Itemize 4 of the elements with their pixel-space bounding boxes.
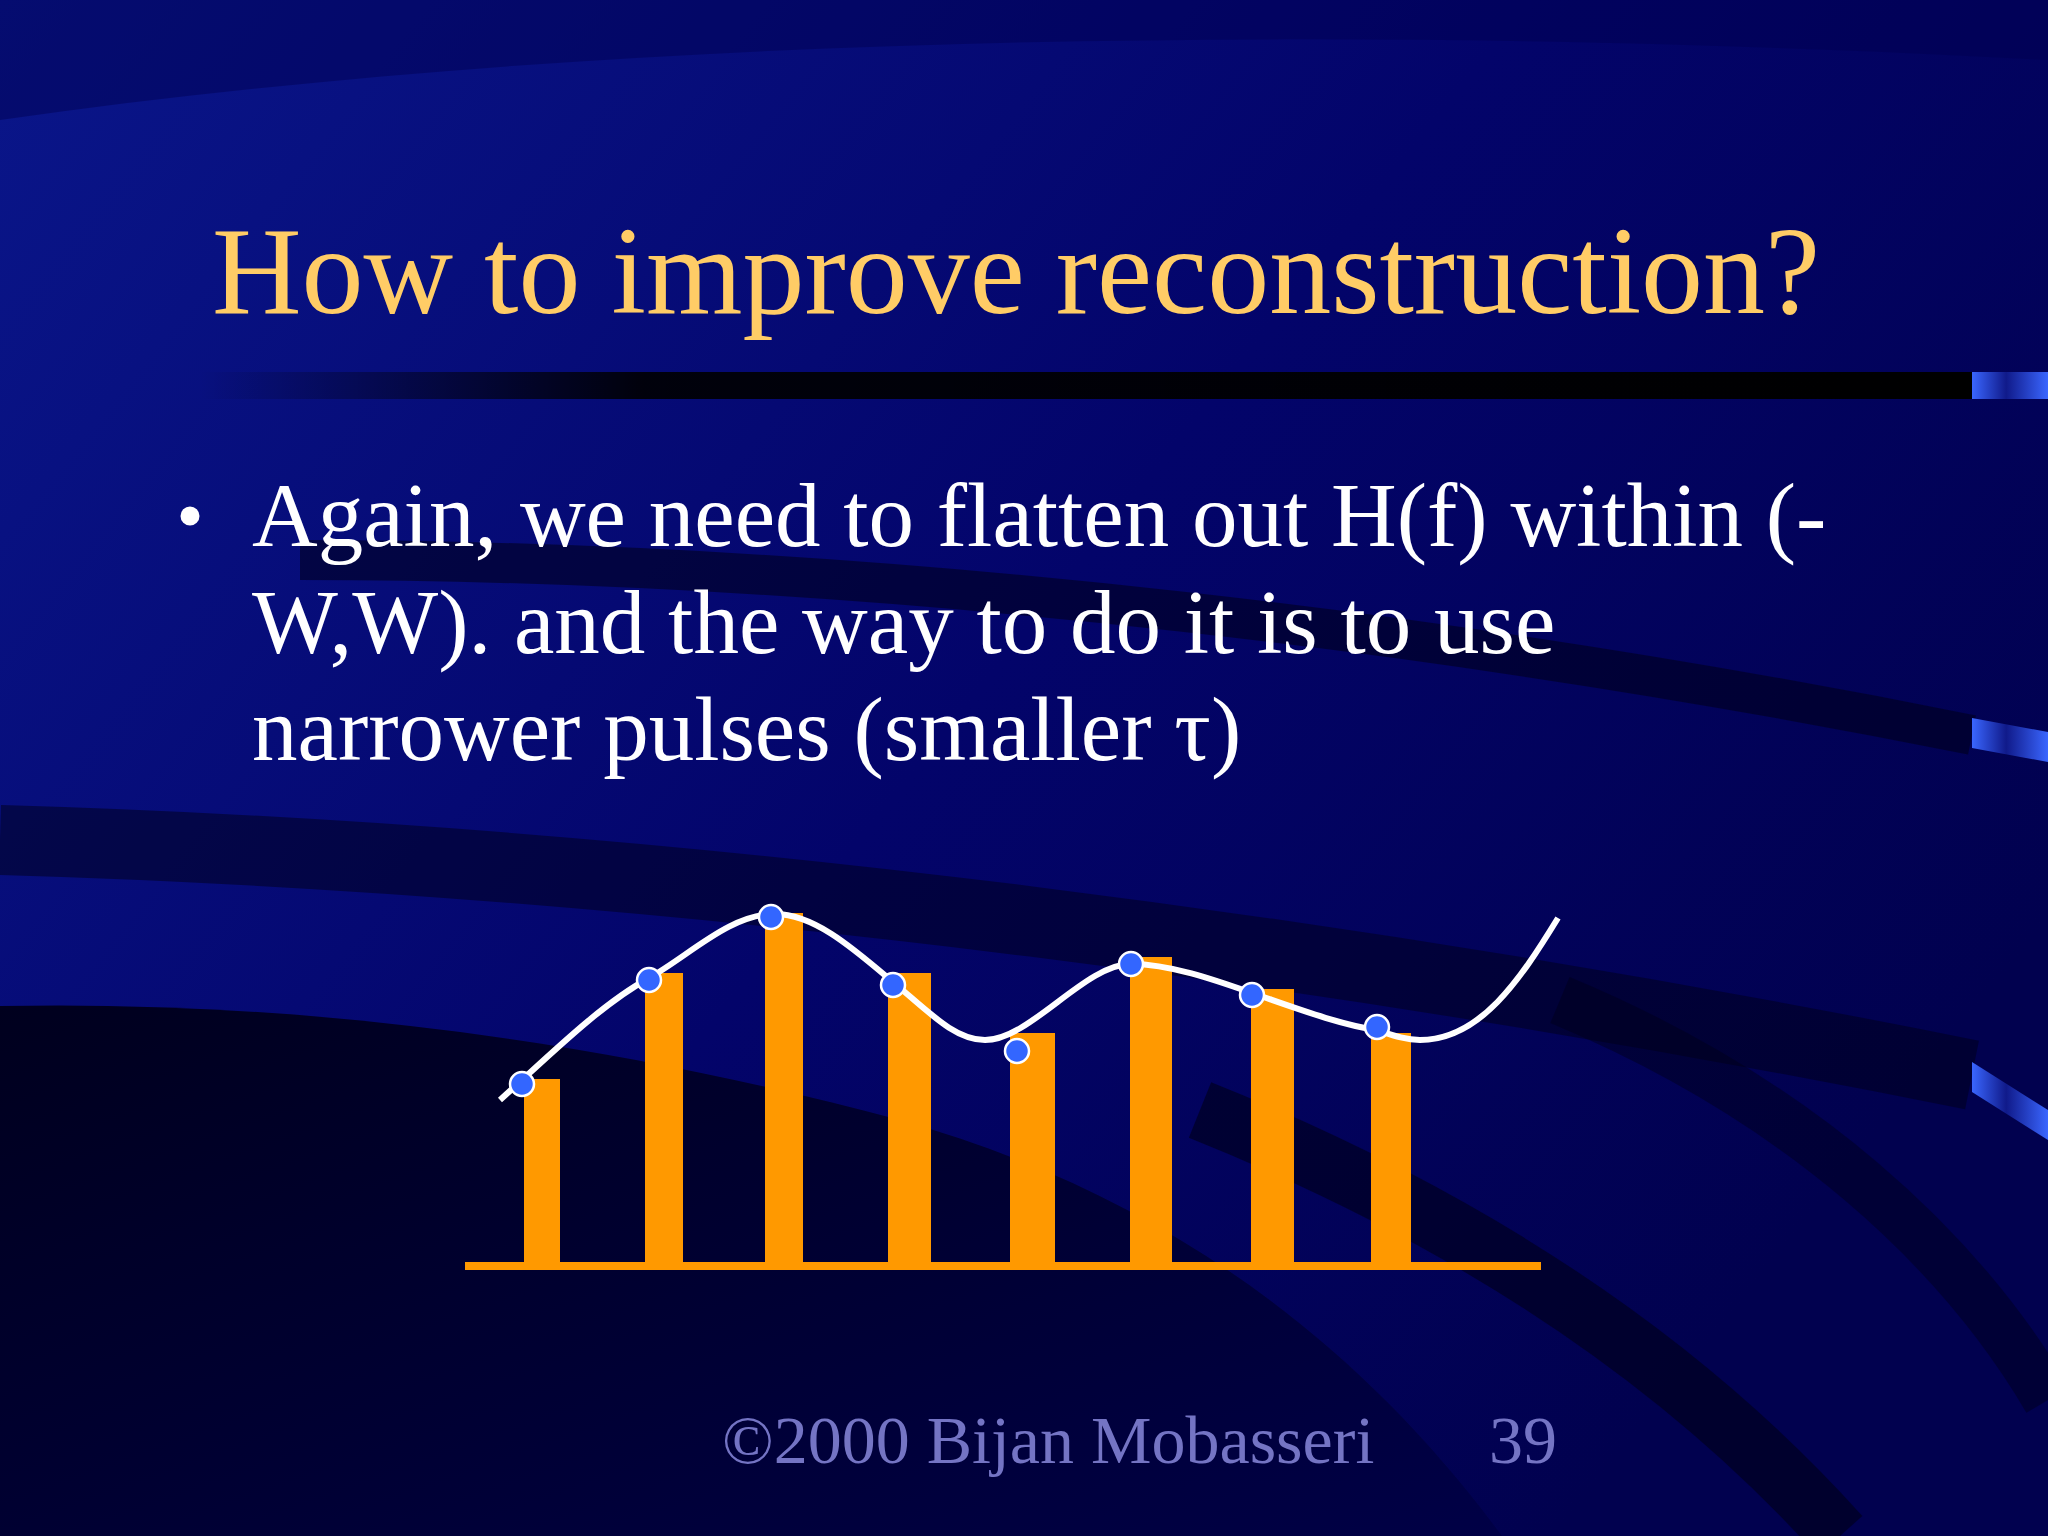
bullet-text: Again, we need to flatten out H(f) within (-W,W). and the way to do it is to use narrower pulses (smaller τ) — [252, 464, 1828, 782]
page-number: 39 — [1489, 1401, 1557, 1480]
slide-title: How to improve reconstruction? — [211, 202, 1822, 342]
copyright-notice: ©2000 Bijan Mobasseri — [722, 1401, 1375, 1480]
